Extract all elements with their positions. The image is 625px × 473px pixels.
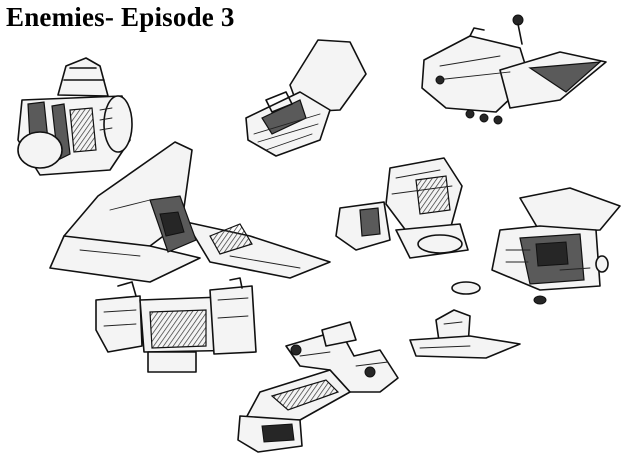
enemy-seated-mech xyxy=(335,157,469,259)
enemy-gunship xyxy=(237,321,399,453)
page-title: Enemies- Episode 3 xyxy=(6,2,235,32)
enemy-fin-tank xyxy=(245,39,367,157)
enemy-wing-cruiser xyxy=(421,14,607,125)
enemy-dome-pod xyxy=(17,57,133,176)
enemy-arch-sled xyxy=(409,309,521,359)
enemy-tri-blade xyxy=(49,141,331,283)
enemy-box-carrier xyxy=(95,277,257,373)
enemy-slant-hangar xyxy=(451,187,621,305)
